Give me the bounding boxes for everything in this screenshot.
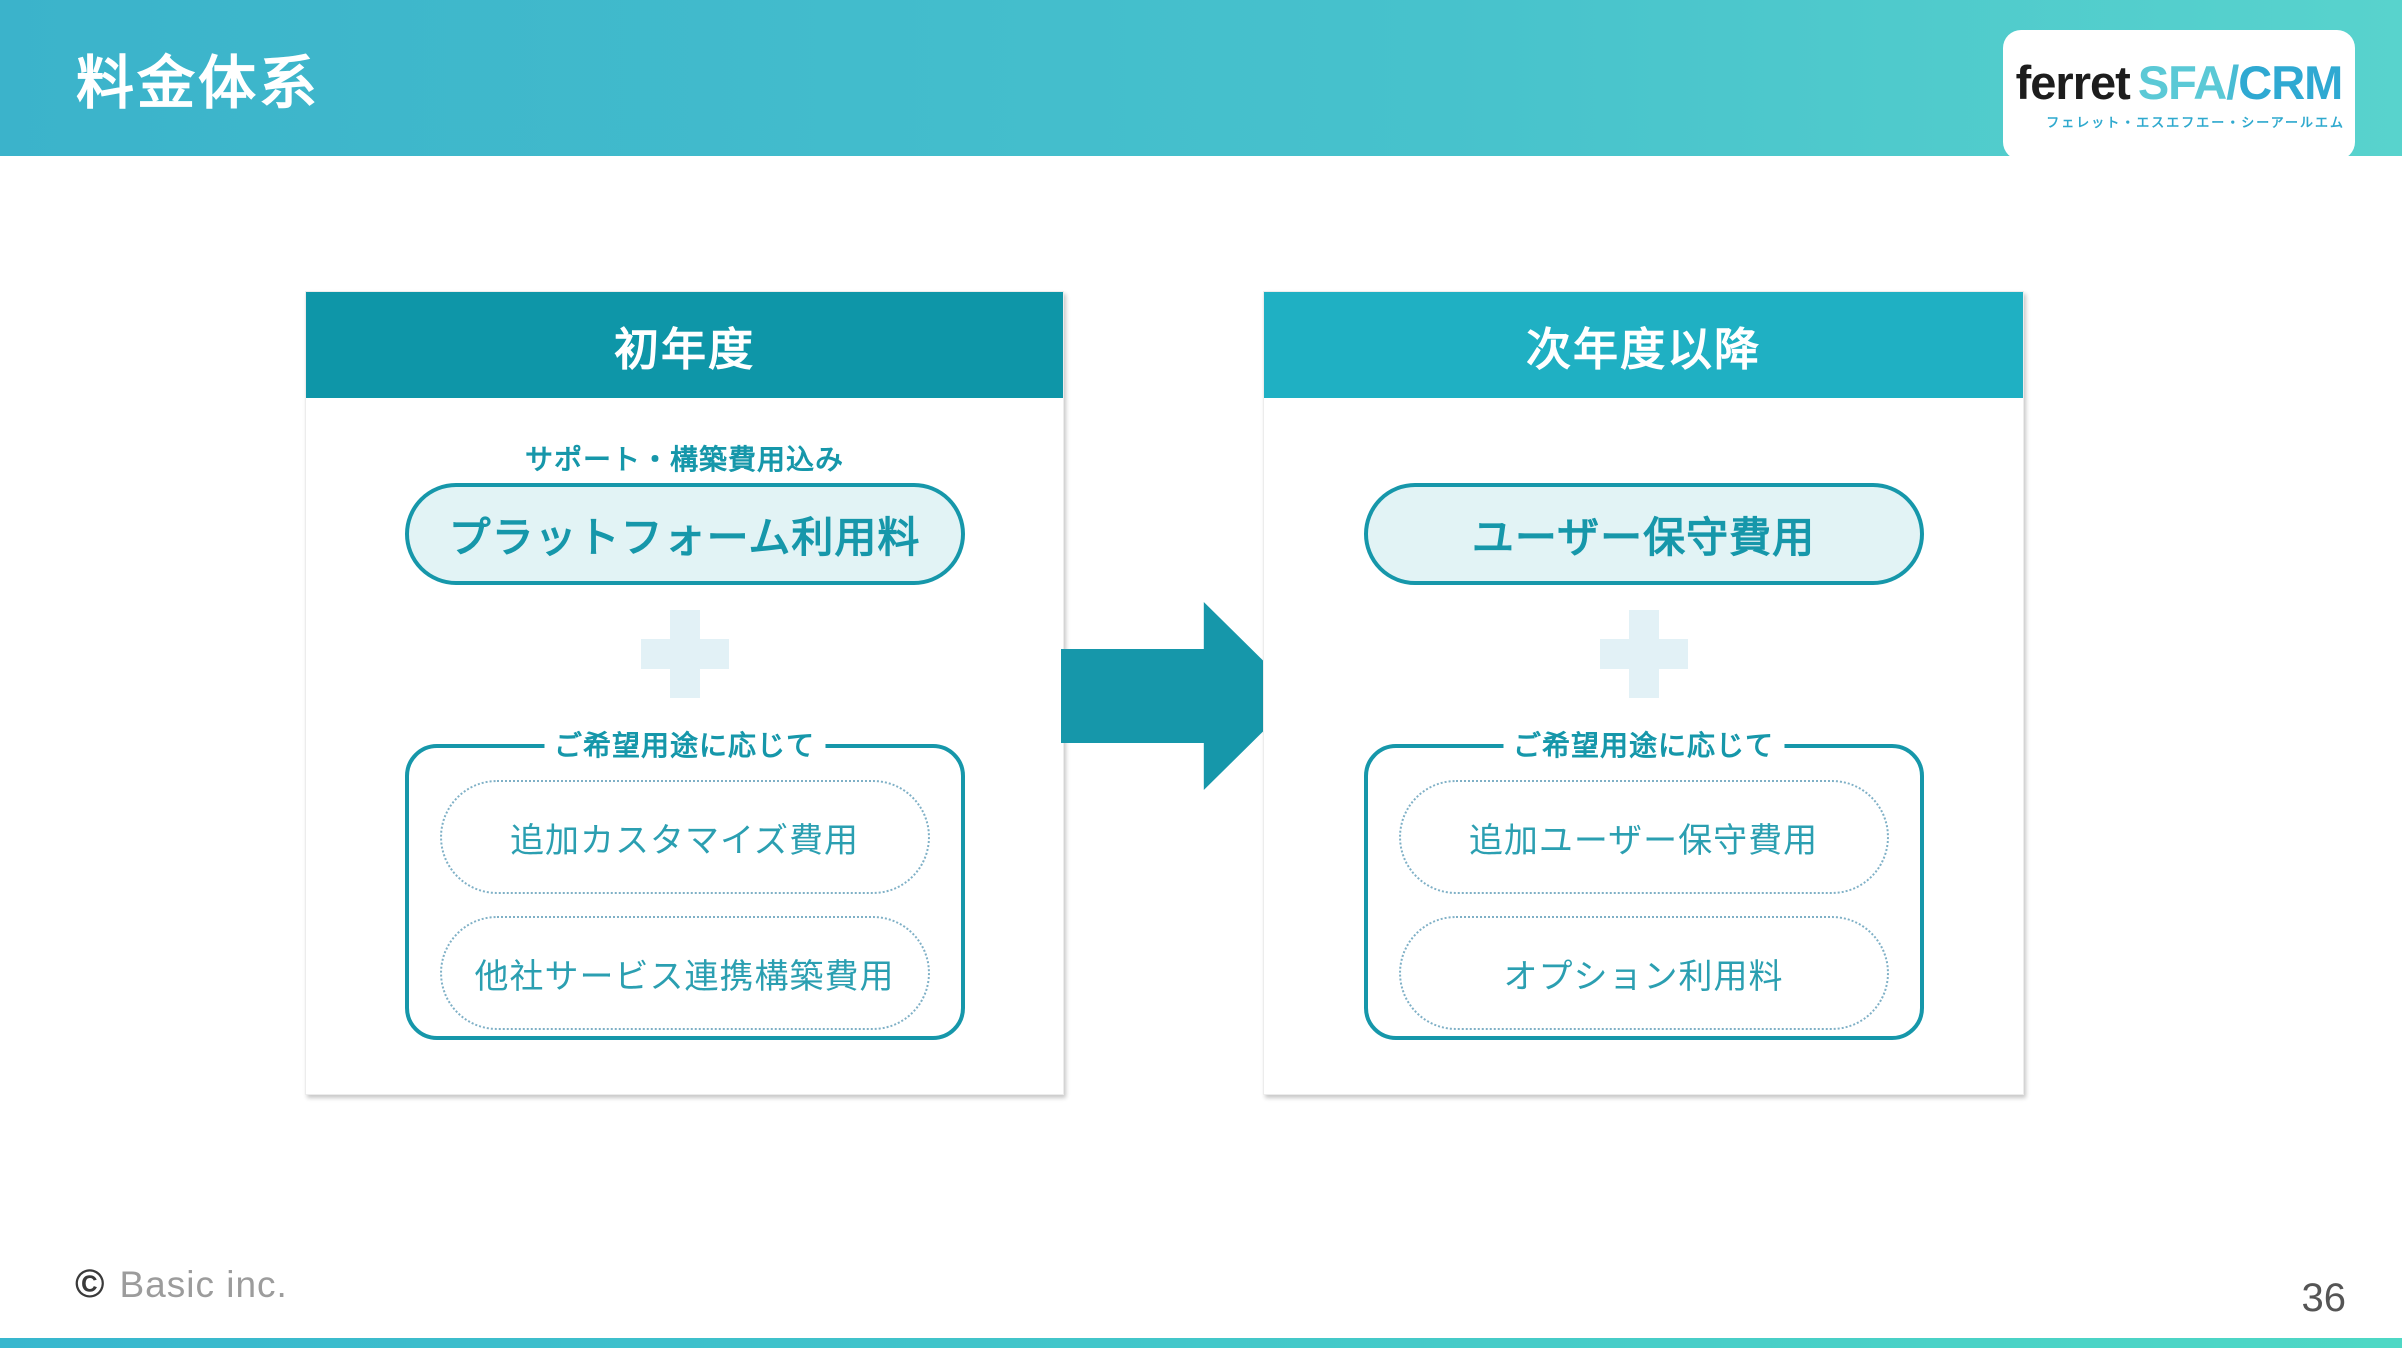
plus-icon	[641, 610, 729, 698]
platform-fee-pill: プラットフォーム利用料	[404, 483, 965, 585]
logo-crm-text: CRM	[2238, 56, 2343, 109]
logo-sfa-text: SFA	[2137, 56, 2227, 109]
card-following-years-body: ユーザー保守費用 ご希望用途に応じて 追加ユーザー保守費用 オプション利用料	[1264, 398, 2023, 1094]
logo-slash-text: /	[2226, 56, 2239, 109]
optional-fees-label: ご希望用途に応じて	[1502, 727, 1785, 765]
page-title: 料金体系	[76, 51, 321, 116]
copyright: © Basic inc.	[75, 1262, 288, 1307]
option-pill-option-fee: オプション利用料	[1398, 916, 1889, 1030]
page-number: 36	[2301, 1276, 2347, 1320]
bottom-accent-bar	[0, 1338, 2402, 1348]
option-pill-additional-users: 追加ユーザー保守費用	[1398, 780, 1889, 894]
optional-fees-box: ご希望用途に応じて 追加ユーザー保守費用 オプション利用料	[1363, 727, 1924, 1040]
optional-fees-label: ご希望用途に応じて	[543, 727, 826, 765]
card-first-year-header: 初年度	[306, 292, 1063, 398]
plus-icon	[1600, 610, 1688, 698]
logo-subtitle: フェレット・エスエフエー・シーアールエム	[2046, 115, 2345, 130]
copyright-icon: ©	[75, 1262, 106, 1306]
option-pill-integration: 他社サービス連携構築費用	[439, 916, 930, 1030]
user-maintenance-fee-pill: ユーザー保守費用	[1363, 483, 1924, 585]
card-first-year: 初年度 サポート・構築費用込み プラットフォーム利用料 ご希望用途に応じて 追加…	[305, 291, 1064, 1095]
copyright-company: Basic inc.	[119, 1263, 288, 1305]
option-pill-customize: 追加カスタマイズ費用	[439, 780, 930, 894]
card-first-year-body: サポート・構築費用込み プラットフォーム利用料 ご希望用途に応じて 追加カスタマ…	[306, 398, 1063, 1094]
logo-ferret-text: ferret	[2015, 56, 2131, 109]
optional-fees-box: ご希望用途に応じて 追加カスタマイズ費用 他社サービス連携構築費用	[404, 727, 965, 1040]
support-included-note: サポート・構築費用込み	[524, 444, 844, 475]
card-following-years-header: 次年度以降	[1264, 292, 2023, 398]
card-following-years: 次年度以降 ユーザー保守費用 ご希望用途に応じて 追加ユーザー保守費用 オプショ…	[1263, 291, 2024, 1095]
